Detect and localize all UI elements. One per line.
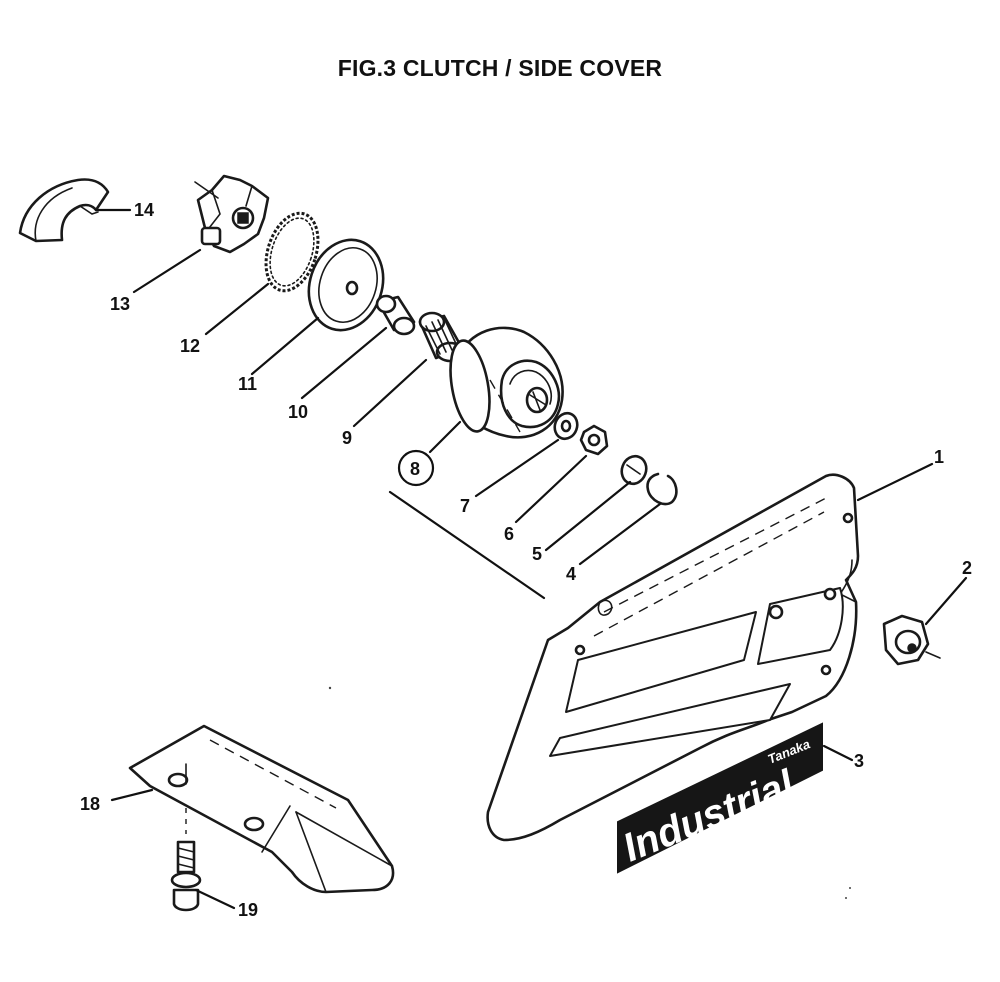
nut-part <box>579 424 609 456</box>
callout-8-circle <box>397 449 435 487</box>
scan-specks <box>328 686 851 899</box>
clutch-drum-part <box>449 326 564 439</box>
callout-3: 3 <box>854 751 864 771</box>
callout-12: 12 <box>180 336 200 356</box>
leader-lines <box>94 208 968 910</box>
callout-2: 2 <box>962 558 972 578</box>
guide-plate-part <box>128 724 395 894</box>
callout-11: 11 <box>238 374 257 394</box>
callout-5: 5 <box>532 544 542 564</box>
callout-13: 13 <box>110 294 130 314</box>
callout-1: 1 <box>934 447 944 467</box>
clutch-shoe-part <box>18 178 110 243</box>
callout-6: 6 <box>504 524 514 544</box>
clutch-spider-part <box>194 174 270 254</box>
callout-labels: 1 2 3 4 5 6 7 8 9 10 11 12 13 14 18 19 <box>80 200 972 920</box>
cover-nut-part <box>882 614 941 666</box>
callout-18: 18 <box>80 794 100 814</box>
callout-9: 9 <box>342 428 352 448</box>
cover-plug-part <box>620 454 648 486</box>
drum-plate-part <box>307 238 385 332</box>
callout-4: 4 <box>566 564 576 584</box>
callout-14: 14 <box>134 200 154 220</box>
callout-19: 19 <box>238 900 258 920</box>
figure-title: FIG.3 CLUTCH / SIDE COVER <box>337 55 663 81</box>
callout-7: 7 <box>460 496 470 516</box>
screw-part <box>170 808 202 912</box>
washer-part <box>553 411 579 441</box>
sprocket-ring-part <box>264 211 320 293</box>
side-cover-part <box>486 473 860 842</box>
retaining-ring-part <box>646 472 678 506</box>
bearing-sleeve-part <box>375 294 416 336</box>
callout-8: 8 <box>410 459 420 479</box>
callout-10: 10 <box>288 402 308 422</box>
